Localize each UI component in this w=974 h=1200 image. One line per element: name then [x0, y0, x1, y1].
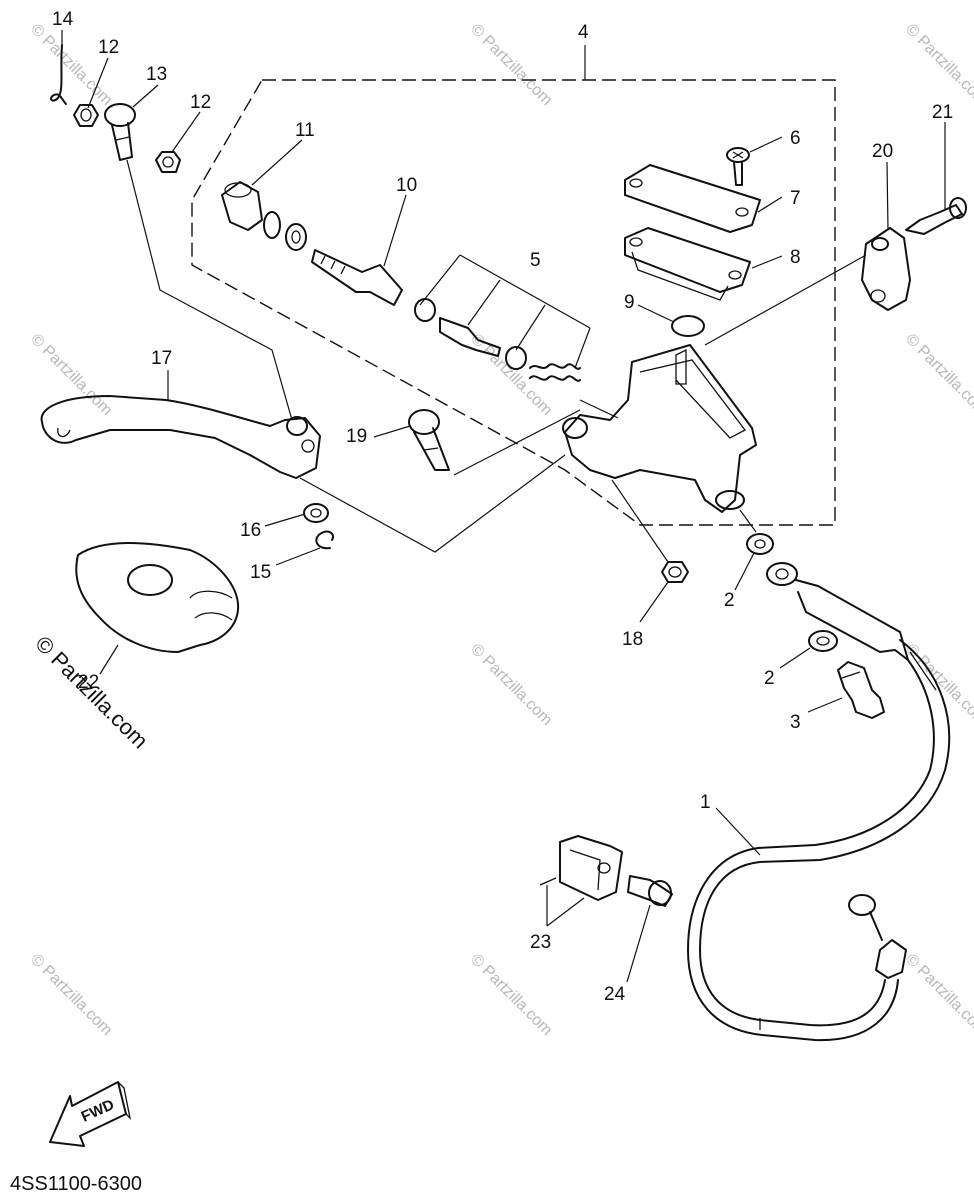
reservoir-cap	[624, 164, 761, 233]
float	[671, 315, 705, 337]
watermark: © Partzilla.com	[902, 21, 974, 109]
holder-bolt	[627, 875, 673, 907]
callout-9: 9	[624, 292, 635, 313]
watermark: © Partzilla.com	[467, 951, 555, 1039]
clutch-lever	[40, 395, 321, 479]
callout-20: 20	[872, 141, 893, 162]
callout-8: 8	[790, 247, 801, 268]
copper-washer-lower	[808, 630, 838, 652]
callout-21: 21	[932, 102, 953, 123]
callout-5: 5	[530, 250, 541, 271]
watermark: © Partzilla.com	[27, 21, 115, 109]
diaphragm	[624, 227, 751, 301]
callout-19: 19	[346, 426, 367, 447]
callout-labels: 1 2 2 3 4 5 6 7 8 9 10 11 12 12 13 14 15…	[52, 9, 953, 1005]
forward-direction-arrow: FWD	[49, 1081, 132, 1147]
callout-17: 17	[151, 348, 172, 369]
dust-boot	[221, 181, 263, 231]
lever-pivot-bolt	[408, 409, 450, 471]
callout-13: 13	[146, 64, 167, 85]
diagram-code: 4SS1100-6300	[10, 1173, 142, 1195]
watermark-layer: © Partzilla.com © Partzilla.com © Partzi…	[27, 21, 974, 1039]
callout-22: 22	[78, 672, 99, 693]
union-bolt	[837, 661, 885, 719]
piston-kit	[414, 298, 581, 382]
callout-2b: 2	[764, 668, 775, 689]
clamp-bolt	[905, 197, 967, 235]
hose-holder	[539, 835, 623, 901]
nut-lower	[155, 151, 181, 173]
handlebar-clamp	[861, 227, 911, 311]
pivot-bolt	[104, 103, 136, 161]
assembly-boundary	[191, 79, 836, 526]
washer-lever	[303, 503, 329, 523]
circlip-lever	[315, 530, 334, 550]
callout-7: 7	[790, 188, 801, 209]
watermark: © Partzilla.com	[902, 951, 974, 1039]
watermark: © Partzilla.com	[27, 331, 115, 419]
callout-2a: 2	[724, 590, 735, 611]
lever-cover	[75, 542, 240, 653]
callout-15: 15	[250, 562, 271, 583]
cap-screw	[726, 147, 750, 186]
master-cylinder-body	[562, 344, 757, 513]
callout-24: 24	[604, 984, 626, 1005]
circlip-and-washer	[263, 211, 307, 251]
watermark: © Partzilla.com	[902, 331, 974, 419]
callout-4: 4	[578, 22, 589, 43]
callout-11: 11	[295, 120, 315, 141]
watermark: © Partzilla.com	[27, 951, 115, 1039]
push-rod	[311, 249, 403, 306]
lever-nut	[661, 561, 689, 583]
watermark: © Partzilla.com	[467, 21, 555, 109]
nut-upper	[73, 104, 99, 127]
callout-14: 14	[52, 9, 74, 30]
copper-washer-upper	[746, 533, 774, 555]
callout-18: 18	[622, 629, 643, 650]
leader-lines	[61, 30, 946, 983]
callout-16: 16	[240, 520, 261, 541]
callout-10: 10	[396, 175, 417, 196]
watermark: © Partzilla.com	[467, 331, 555, 419]
callout-23: 23	[530, 932, 551, 953]
cotter-pin	[50, 44, 67, 105]
callout-6: 6	[790, 128, 801, 149]
callout-12b: 12	[190, 92, 211, 113]
clutch-hose	[687, 562, 951, 1042]
callout-3: 3	[790, 712, 801, 733]
watermark: © Partzilla.com	[467, 641, 555, 729]
callout-1: 1	[700, 792, 711, 813]
callout-12a: 12	[98, 37, 119, 58]
